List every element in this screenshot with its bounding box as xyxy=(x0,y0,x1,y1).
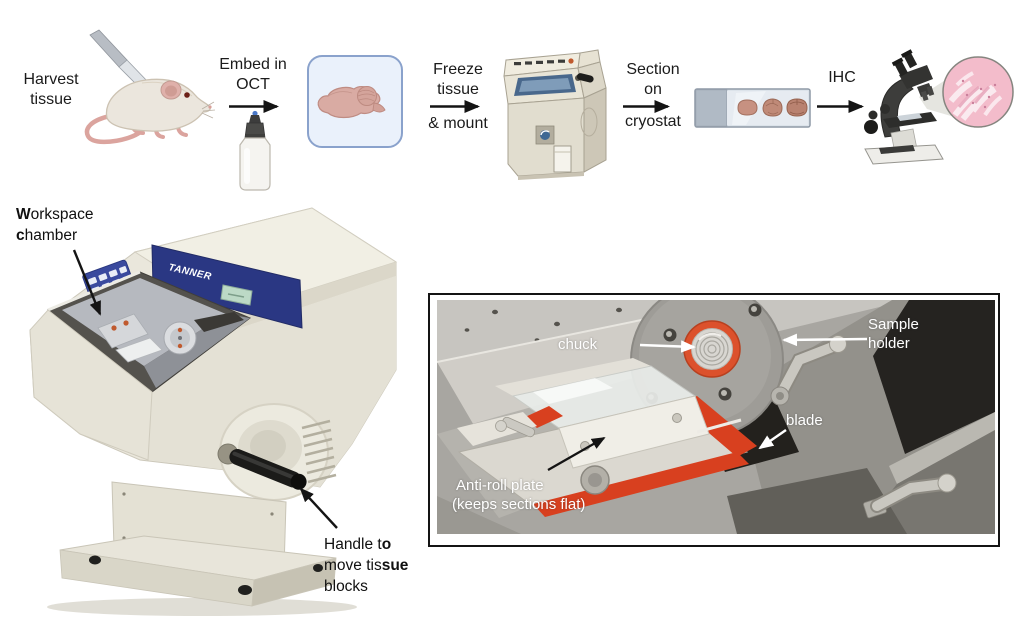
vent-slots xyxy=(301,419,337,484)
embedded-tissue-block-illustration xyxy=(307,55,403,148)
cryostat-machine-illustration xyxy=(503,49,607,180)
step-label-section-on: Section on xyxy=(626,61,680,98)
brain-sagittal-icon xyxy=(317,86,386,119)
closeup-photo-frame: chuck Sample holder blade Anti-roll plat… xyxy=(428,293,1000,547)
oct-bottle-illustration xyxy=(239,110,271,191)
anti-roll-plate-arrow xyxy=(547,437,606,471)
slide-with-sections-illustration xyxy=(694,88,811,128)
cartoon-handwheel-handle xyxy=(576,73,594,83)
mouse-body xyxy=(105,78,211,132)
stage-assembly xyxy=(457,358,757,517)
workspace-chamber-arrow xyxy=(72,249,102,316)
mouse-nose xyxy=(208,105,212,109)
sample-holder-label: Sample holder xyxy=(868,316,919,352)
clamp-lever-lower xyxy=(863,473,957,519)
flow-arrow-4 xyxy=(817,100,865,113)
microscope-with-histology-illustration xyxy=(864,49,1014,165)
chuck-arrow xyxy=(639,340,696,353)
brain-section-1 xyxy=(737,99,758,116)
sample-holder-arrow xyxy=(782,333,868,347)
cryostat-photo: TANNER xyxy=(29,207,398,616)
flow-arrow-3 xyxy=(623,100,671,113)
handwheel-handle xyxy=(229,448,307,490)
blade-arrow xyxy=(758,428,787,450)
step-label-cryostat: cryostat xyxy=(624,113,681,130)
mouse-eye xyxy=(184,92,190,98)
step-label-harvest-tissue: Harvest tissue xyxy=(23,71,79,108)
brain-section-2 xyxy=(762,98,783,117)
chuck-label: chuck xyxy=(558,336,598,353)
blade-edge xyxy=(696,418,742,434)
chuck xyxy=(683,320,741,378)
focus-knob xyxy=(864,120,878,134)
step-label-and-mount: & mount xyxy=(428,115,488,132)
microscope-stage xyxy=(883,112,937,128)
step-label-ihc: IHC xyxy=(828,69,856,86)
handle-label: Handle to move tissue blocks xyxy=(324,536,409,595)
step-label-freeze-tissue: Freeze tissue xyxy=(433,61,483,98)
flow-arrow-1 xyxy=(229,100,280,113)
microscope-body xyxy=(864,49,944,165)
handle-arrow xyxy=(299,487,338,529)
slide-frosted-end xyxy=(695,89,728,127)
anti-roll-plate-label: Anti-roll plate (keeps sections flat) xyxy=(452,477,586,513)
brand-panel: TANNER xyxy=(151,244,303,329)
scalpel-icon xyxy=(89,29,150,88)
dark-recess xyxy=(873,300,995,454)
workspace-chamber-label: Workspace chamber xyxy=(16,206,94,244)
red-frame xyxy=(533,452,749,517)
mouse-tail xyxy=(84,113,143,145)
mouse-with-scalpel-illustration xyxy=(84,29,216,145)
blade-label: blade xyxy=(786,412,823,429)
closeup-photo xyxy=(437,300,995,534)
clamp-lever-upper xyxy=(770,335,847,406)
step-label-embed-in-oct: Embed in OCT xyxy=(219,56,287,93)
control-buttons xyxy=(514,58,574,66)
flow-arrow-2 xyxy=(430,100,481,113)
